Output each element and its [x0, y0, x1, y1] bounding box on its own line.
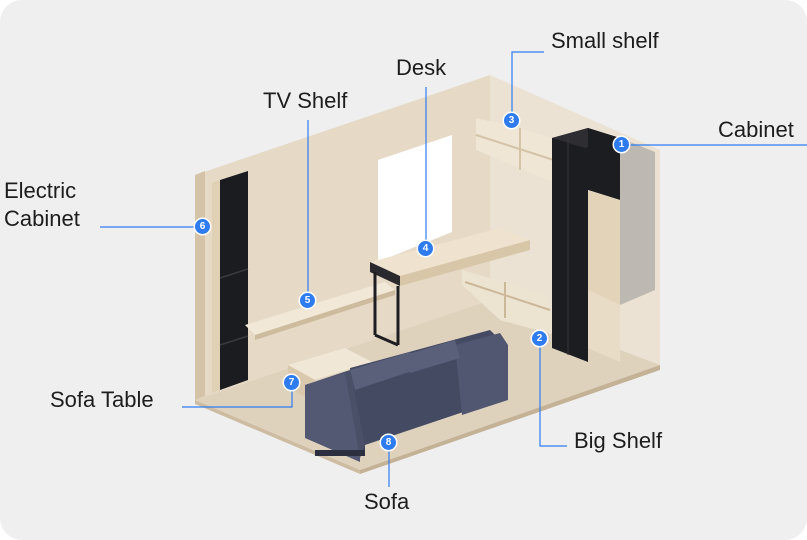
label-desk: Desk: [396, 54, 446, 82]
marker-cabinet[interactable]: 1: [614, 137, 629, 152]
label-electric-cabinet-line1: Electric: [4, 177, 80, 205]
electric-cabinet: [220, 171, 248, 390]
label-cabinet: Cabinet: [718, 116, 794, 144]
label-electric-cabinet-line2: Cabinet: [4, 205, 80, 233]
label-electric-cabinet: Electric Cabinet: [4, 177, 80, 233]
marker-big-shelf[interactable]: 2: [532, 331, 547, 346]
left-wall-edge: [195, 171, 205, 400]
marker-sofa[interactable]: 8: [381, 435, 396, 450]
marker-desk[interactable]: 4: [418, 241, 433, 256]
label-small-shelf: Small shelf: [551, 27, 659, 55]
marker-tv-shelf[interactable]: 5: [300, 293, 315, 308]
marker-small-shelf[interactable]: 3: [504, 113, 519, 128]
label-big-shelf: Big Shelf: [574, 427, 662, 455]
label-tv-shelf: TV Shelf: [263, 87, 347, 115]
cabinet-panel-grey: [620, 138, 655, 305]
marker-electric-cabinet[interactable]: 6: [195, 219, 210, 234]
marker-sofa-table[interactable]: 7: [284, 375, 299, 390]
electric-cabinet-side: [212, 180, 220, 393]
cabinet-niche: [588, 190, 620, 305]
label-sofa: Sofa: [364, 488, 409, 516]
label-sofa-table: Sofa Table: [50, 386, 154, 414]
cabinet-dark: [552, 128, 588, 362]
